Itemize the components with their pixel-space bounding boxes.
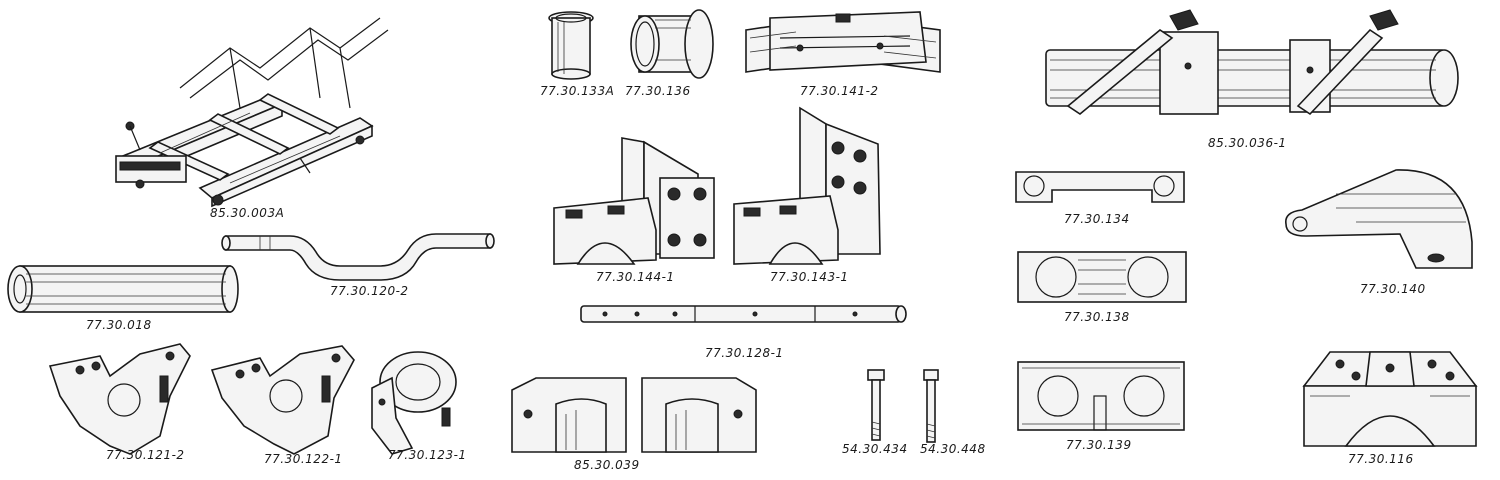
part-axle-assembly: 85.30.036-1 — [1040, 9, 1460, 160]
part-label: 77.30.136 — [625, 84, 691, 98]
part-knuckle-122: 77.30.122-1 — [204, 336, 364, 480]
part-label: 77.30.144-1 — [596, 270, 675, 284]
part-label: 77.30.120-2 — [330, 284, 409, 298]
part-label: 77.30.134 — [1064, 212, 1130, 226]
part-label: 85.30.003A — [210, 206, 285, 220]
part-bushing-b: 77.30.136 — [625, 8, 725, 100]
part-frame-assembly: 85.30.003A — [110, 8, 400, 220]
part-label: 77.30.140 — [1360, 282, 1426, 296]
part-label: 85.30.036-1 — [1208, 136, 1287, 150]
part-label: 77.30.139 — [1066, 438, 1132, 452]
part-tube: 77.30.018 — [6, 262, 246, 332]
part-label: 77.30.138 — [1064, 310, 1130, 324]
part-label: 77.30.122-1 — [264, 452, 343, 466]
part-bolt-434: 54.30.434 — [842, 366, 914, 466]
part-saddle-block: 77.30.116 — [1290, 346, 1480, 476]
part-bracket-right: 77.30.143-1 — [730, 104, 890, 284]
part-shaft: 77.30.128-1 — [575, 296, 915, 366]
part-bracket-left: 77.30.144-1 — [548, 134, 730, 284]
part-label: 77.30.143-1 — [770, 270, 849, 284]
part-label: 54.30.434 — [842, 442, 908, 456]
part-label: 77.30.116 — [1348, 452, 1414, 466]
part-cam-plate: 77.30.140 — [1276, 164, 1476, 304]
part-plate-138: 77.30.138 — [1014, 250, 1194, 330]
part-bolt-448: 54.30.448 — [918, 366, 994, 466]
part-bushing-a: 77.30.133A — [540, 8, 616, 100]
part-clamp-block-top: 77.30.141-2 — [740, 8, 950, 100]
part-plate-139: 77.30.139 — [1014, 360, 1194, 460]
part-collar-123: 77.30.123-1 — [352, 348, 466, 480]
part-crank-axle: 77.30.120-2 — [220, 222, 500, 302]
part-label: 85.30.039 — [574, 458, 640, 472]
part-label: 77.30.121-2 — [106, 448, 185, 462]
part-label: 77.30.123-1 — [388, 448, 467, 462]
part-knuckle-121: 77.30.121-2 — [40, 336, 200, 480]
part-label: 54.30.448 — [920, 442, 986, 456]
part-label: 77.30.128-1 — [705, 346, 784, 360]
part-split-block: 85.30.039 — [506, 364, 766, 480]
part-plate-134: 77.30.134 — [1012, 168, 1192, 232]
part-label: 77.30.141-2 — [800, 84, 879, 98]
part-label: 77.30.018 — [86, 318, 152, 332]
part-label: 77.30.133A — [540, 84, 615, 98]
